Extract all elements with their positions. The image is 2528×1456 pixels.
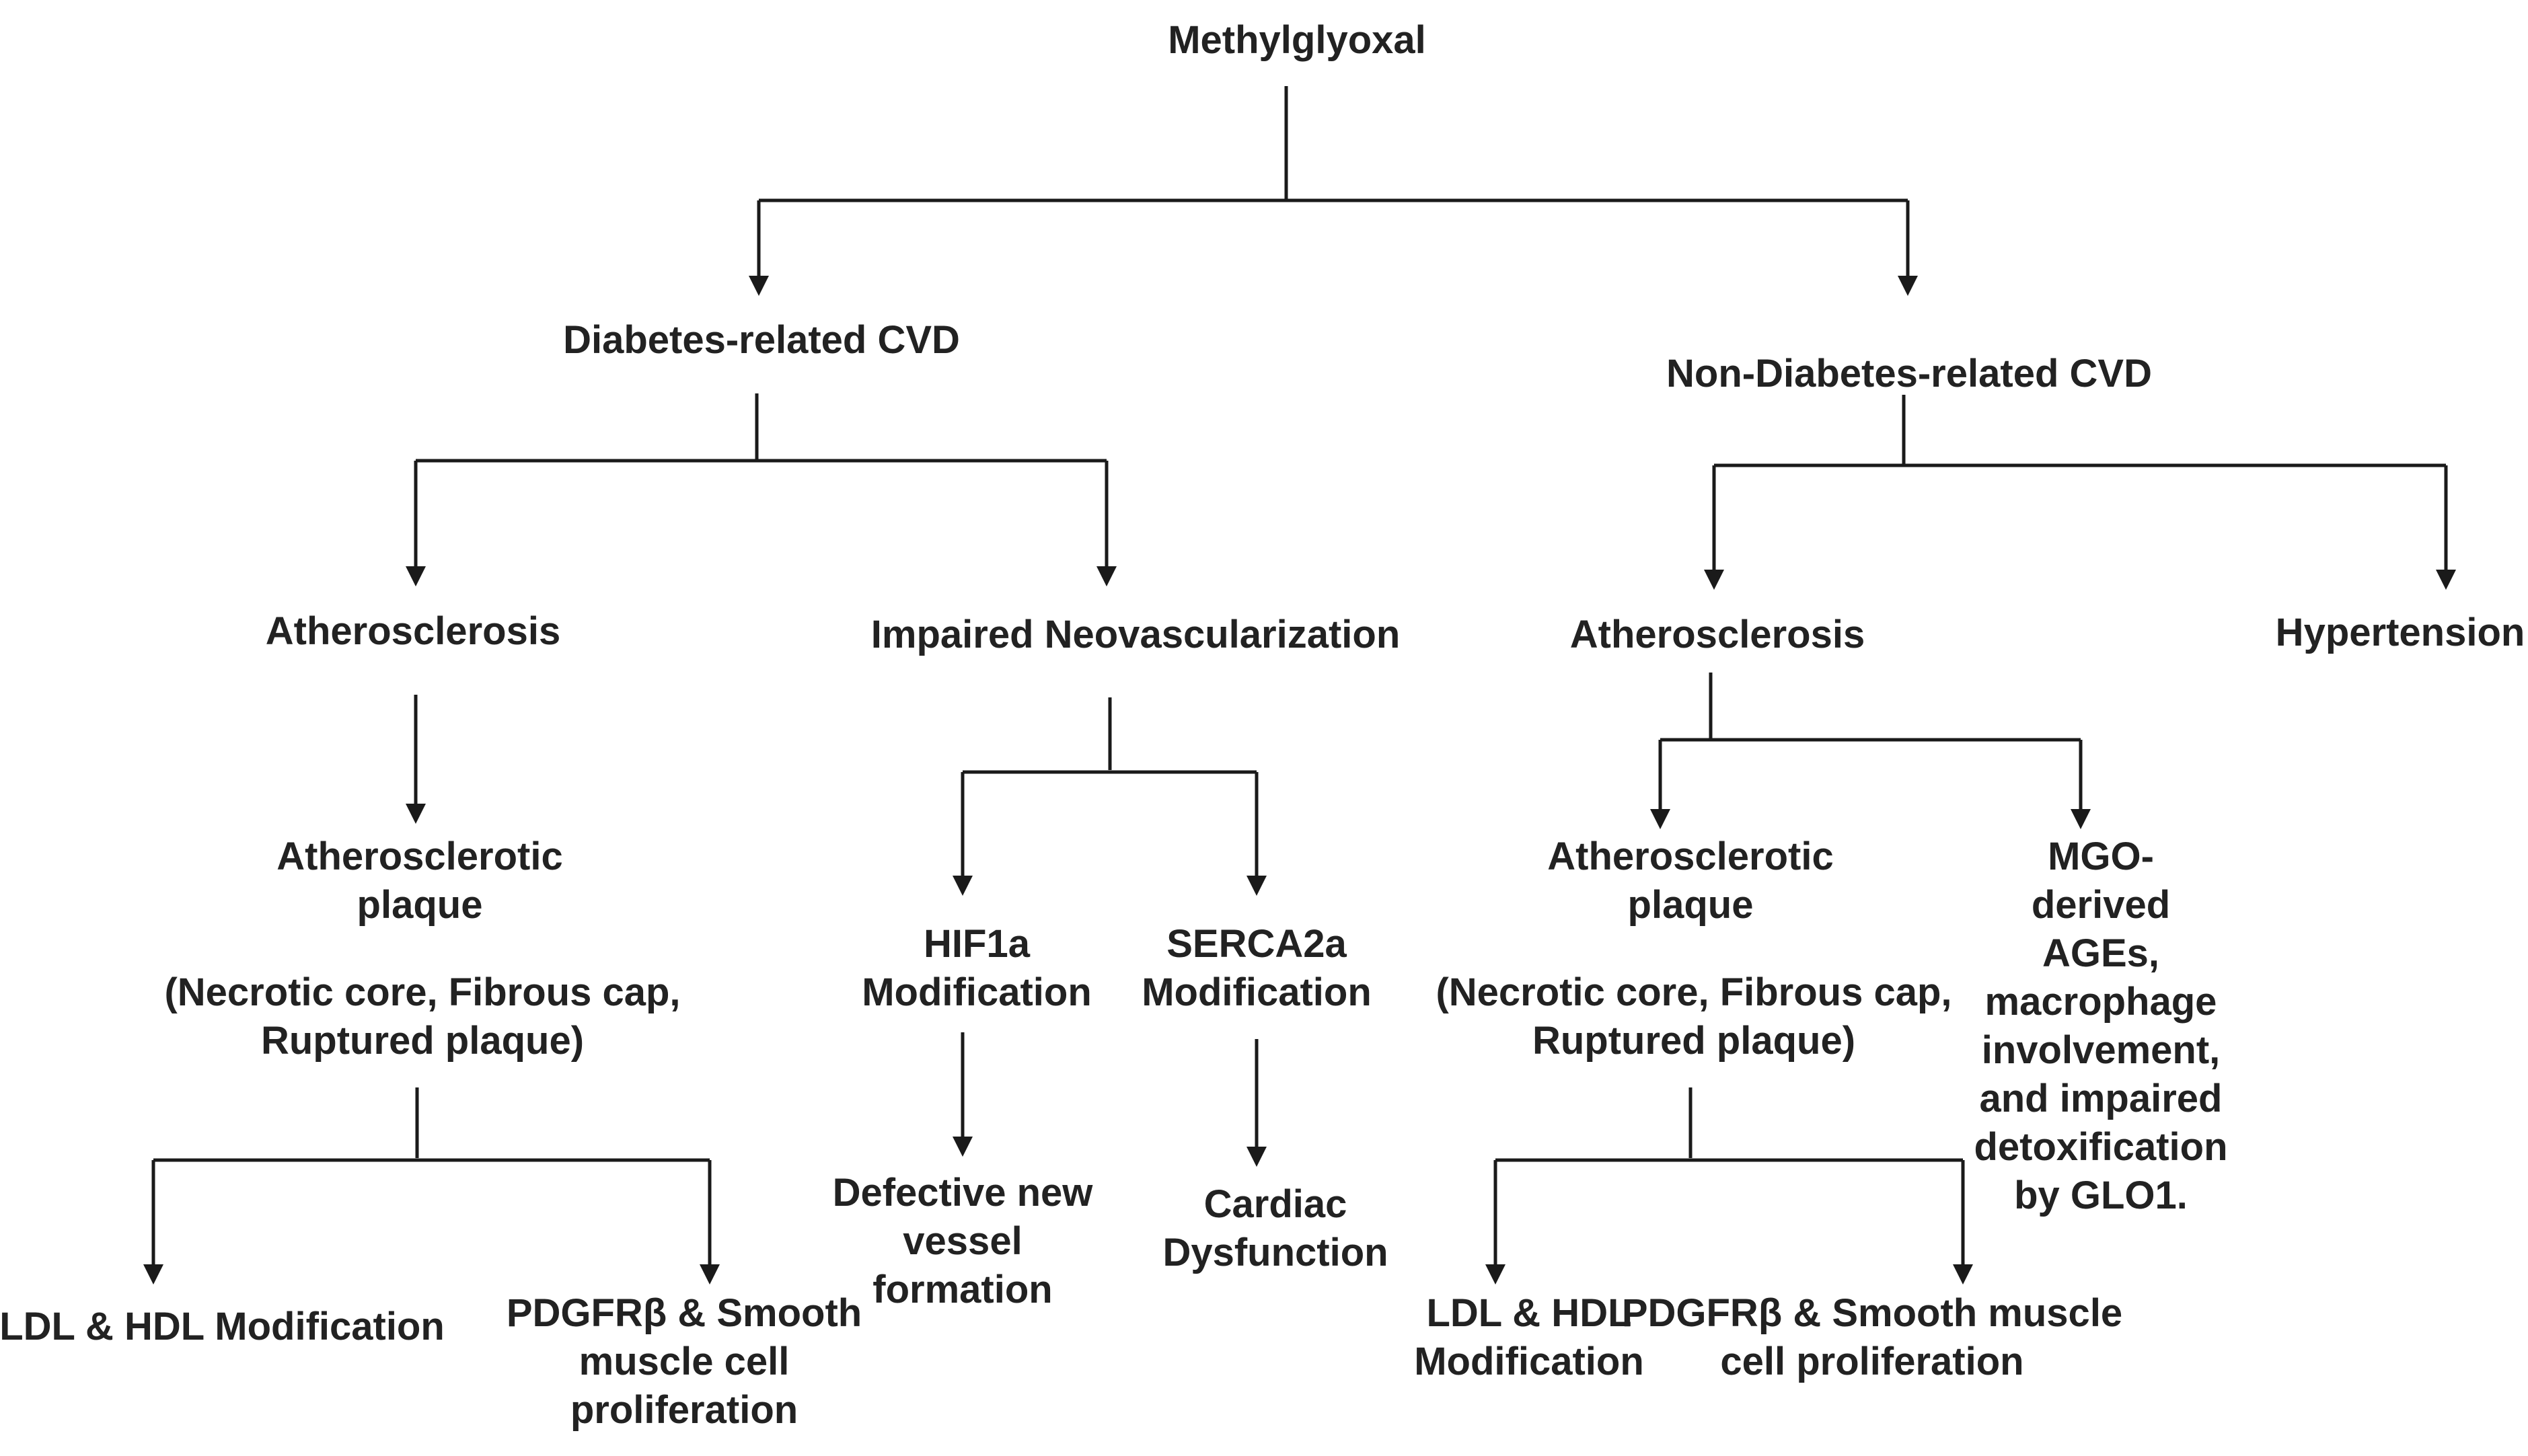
node-label-line: (Necrotic core, Fibrous cap,: [164, 970, 681, 1014]
node-label-line: Atherosclerotic: [1547, 835, 1834, 878]
node-label-line: detoxification: [1974, 1125, 2228, 1169]
arrowhead: [1247, 1147, 1267, 1167]
arrowhead: [143, 1264, 163, 1285]
node-label-line: Diabetes-related CVD: [563, 318, 960, 362]
node-label-line: (Necrotic core, Fibrous cap,: [1436, 970, 1952, 1014]
arrowhead: [1650, 809, 1670, 829]
node-label-line: Modification: [1414, 1340, 1644, 1383]
node-label-line: derived: [2031, 883, 2171, 927]
node-label-line: Ruptured plaque): [1532, 1019, 1856, 1063]
node-label-line: involvement,: [1981, 1028, 2221, 1072]
node-label-line: macrophage: [1984, 980, 2217, 1024]
arrowhead: [2071, 809, 2091, 829]
node-label-line: vessel: [903, 1219, 1023, 1263]
node-label-line: PDGFRβ & Smooth muscle: [1621, 1291, 2123, 1335]
node-label-line: LDL & HDL: [1426, 1291, 1632, 1335]
arrowhead: [406, 804, 426, 824]
arrowhead: [953, 1137, 973, 1157]
node-label-line: SERCA2a: [1166, 922, 1347, 966]
node-label-line: cell proliferation: [1720, 1340, 2024, 1383]
node-label-line: Defective new: [832, 1171, 1093, 1215]
arrowhead: [1953, 1264, 1973, 1285]
node-hypertension: Hypertension: [2276, 609, 2525, 657]
node-label-line: Atherosclerosis: [265, 609, 561, 653]
node-label-line: by GLO1.: [2014, 1174, 2188, 1217]
arrowhead: [1704, 570, 1724, 590]
node-label-line: plaque: [1627, 883, 1754, 927]
node-label-line: muscle cell: [579, 1340, 790, 1383]
node-label-line: Atherosclerosis: [1569, 613, 1865, 656]
node-non-diabetes-plaque-types: (Necrotic core, Fibrous cap, Ruptured pla…: [1436, 968, 1951, 1065]
node-label-line: PDGFRβ & Smooth: [506, 1291, 862, 1335]
node-label-line: HIF1a: [924, 922, 1030, 966]
node-label-line: plaque: [357, 883, 483, 927]
node-label-line: Modification: [862, 970, 1092, 1014]
node-label-line: and impaired: [1979, 1077, 2223, 1120]
node-label-line: Dysfunction: [1162, 1231, 1388, 1274]
node-diabetes-pdgfr-proliferation: PDGFRβ & Smooth muscle cell proliferation: [507, 1289, 862, 1434]
node-non-diabetes-pdgfr-proliferation: PDGFRβ & Smooth muscle cell proliferation: [1622, 1289, 2122, 1386]
arrowhead: [406, 566, 426, 586]
node-label-line: AGEs,: [2042, 931, 2160, 975]
node-impaired-neovascularization: Impaired Neovascularization: [871, 611, 1400, 659]
arrowhead: [953, 876, 973, 896]
node-label-line: LDL & HDL Modification: [0, 1305, 445, 1348]
node-label-line: Atherosclerotic: [276, 835, 563, 878]
node-label-line: Ruptured plaque): [260, 1019, 585, 1063]
node-diabetes-plaque-types: (Necrotic core, Fibrous cap, Ruptured pla…: [164, 968, 680, 1065]
node-label-line: Non-Diabetes-related CVD: [1666, 352, 2152, 395]
arrowhead: [1096, 566, 1117, 586]
arrowhead: [1247, 876, 1267, 896]
node-non-diabetes-atherosclerosis: Atherosclerosis: [1570, 611, 1865, 659]
node-label-line: MGO-: [2048, 835, 2154, 878]
node-label-line: Cardiac: [1203, 1182, 1347, 1226]
node-label-line: Modification: [1142, 970, 1372, 1014]
arrowhead: [2436, 570, 2456, 590]
node-non-diabetes-related-cvd: Non-Diabetes-related CVD: [1666, 350, 2152, 398]
node-methylglyoxal: Methylglyoxal: [1168, 16, 1426, 65]
node-label-line: Methylglyoxal: [1168, 18, 1426, 62]
node-diabetes-atherosclerotic-plaque: Atherosclerotic plaque: [276, 833, 562, 929]
node-diabetes-ldl-hdl-modification: LDL & HDL Modification: [0, 1303, 445, 1351]
node-non-diabetes-ldl-hdl-modification: LDL & HDL Modification: [1414, 1289, 1644, 1386]
node-diabetes-atherosclerosis: Atherosclerosis: [266, 607, 560, 656]
node-label-line: Hypertension: [2275, 611, 2525, 654]
node-diabetes-related-cvd: Diabetes-related CVD: [563, 316, 960, 365]
arrowhead: [1485, 1264, 1505, 1285]
arrowhead: [1898, 276, 1918, 296]
node-label-line: proliferation: [570, 1388, 798, 1432]
node-label-line: formation: [872, 1268, 1053, 1311]
node-non-diabetes-atherosclerotic-plaque: Atherosclerotic plaque: [1547, 833, 1833, 929]
arrowhead: [749, 276, 769, 296]
node-label-line: Impaired Neovascularization: [870, 613, 1401, 656]
arrowhead: [700, 1264, 720, 1285]
